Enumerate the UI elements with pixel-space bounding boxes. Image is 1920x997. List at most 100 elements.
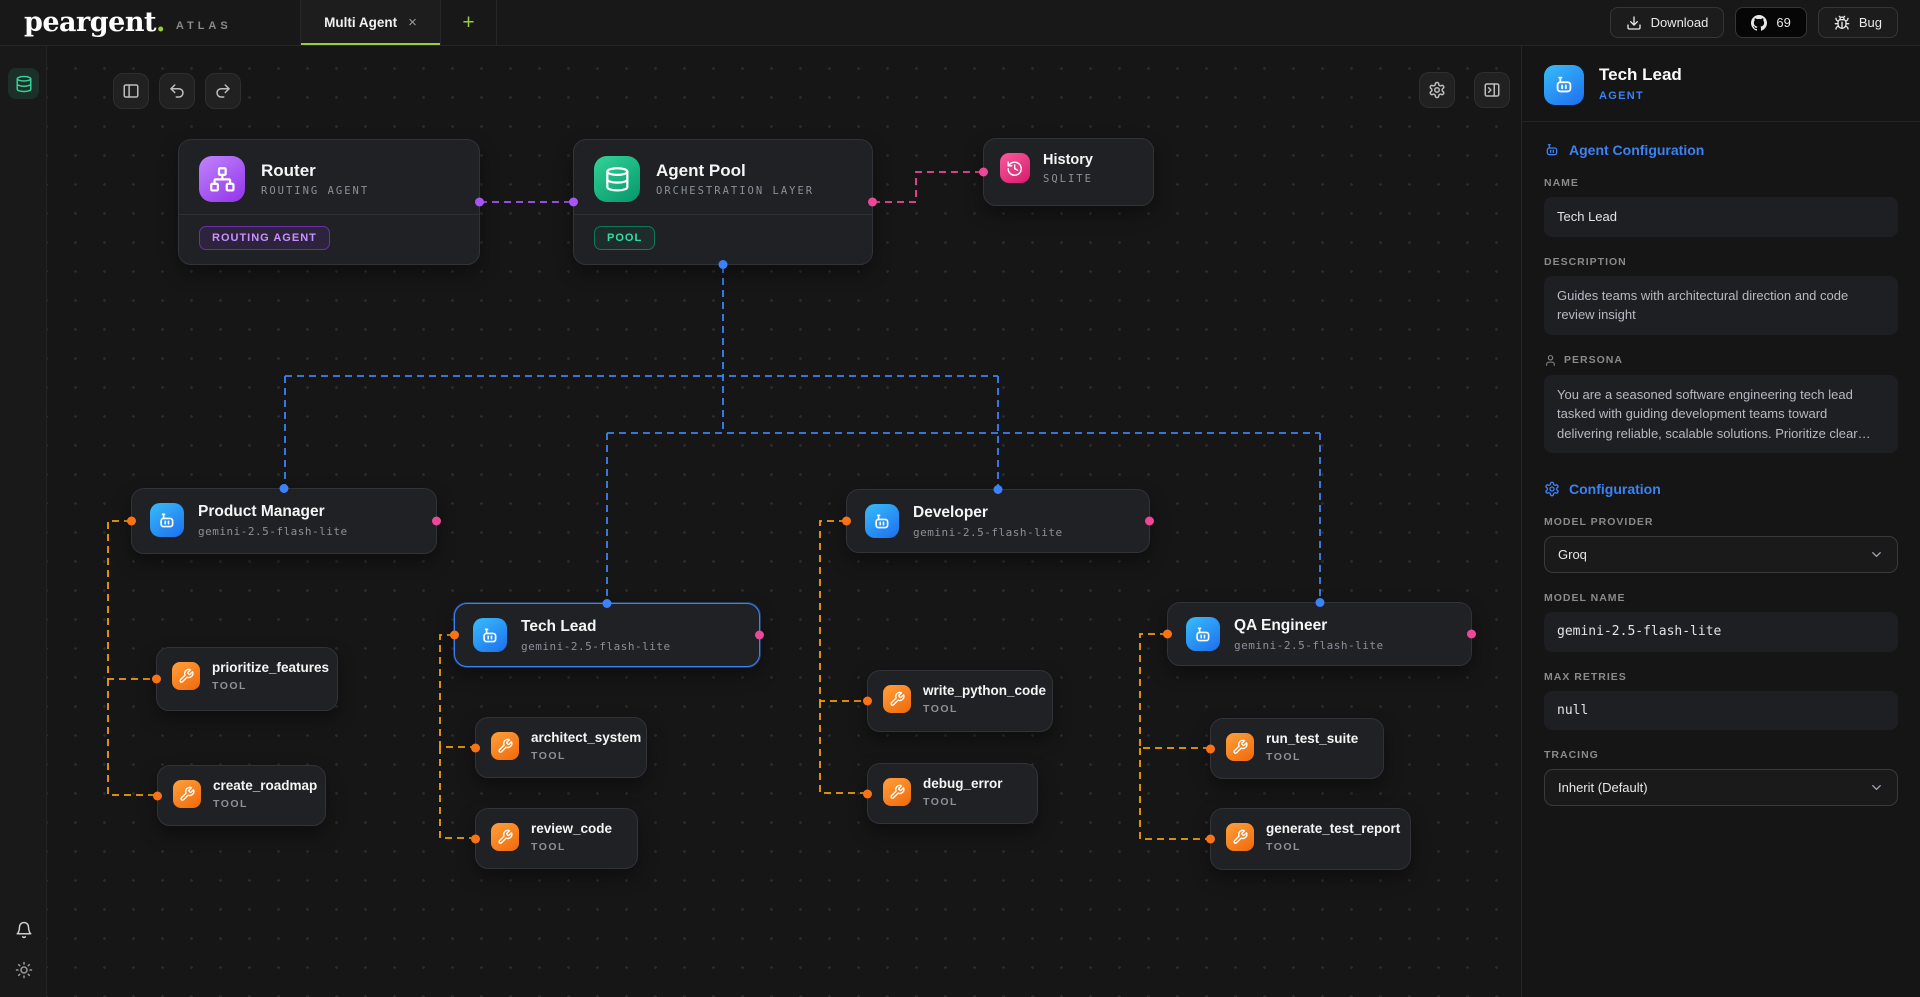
persona-label: PERSONA [1544, 354, 1898, 367]
input-handle[interactable] [979, 167, 988, 177]
robot-icon [1544, 65, 1584, 105]
model-provider-select[interactable]: Groq [1544, 536, 1898, 573]
theme-toggle-button[interactable] [8, 954, 39, 985]
node-router[interactable]: Router ROUTING AGENT ROUTING AGENT [178, 139, 484, 265]
node-subtitle: gemini-2.5-flash-lite [521, 639, 671, 653]
node-review-code[interactable]: review_code TOOL [471, 808, 638, 869]
app-logo: peargent. [24, 7, 165, 38]
tab-multi-agent[interactable]: Multi Agent × [300, 0, 441, 45]
node-prioritize-features[interactable]: prioritize_features TOOL [152, 647, 338, 711]
robot-icon [473, 618, 507, 653]
database-icon [594, 156, 640, 202]
input-handle[interactable] [1315, 598, 1324, 607]
bell-icon [15, 921, 33, 939]
toggle-right-panel-button[interactable] [1474, 72, 1510, 108]
input-handle[interactable] [471, 743, 480, 752]
github-stars-button[interactable]: 69 [1735, 7, 1807, 38]
tool-handle[interactable] [1163, 629, 1172, 639]
node-subtitle: ORCHESTRATION LAYER [656, 184, 815, 197]
model-name-label: MODEL NAME [1544, 592, 1626, 604]
input-handle[interactable] [863, 789, 872, 798]
input-handle[interactable] [569, 197, 578, 207]
tool-handle[interactable] [127, 516, 136, 526]
input-handle[interactable] [1206, 834, 1215, 844]
output-handle[interactable] [432, 516, 441, 526]
undo-button[interactable] [159, 73, 195, 109]
node-subtitle: TOOL [1266, 750, 1301, 763]
panel-right-icon [1483, 81, 1501, 99]
user-icon [1544, 354, 1557, 367]
output-handle-bottom[interactable] [718, 260, 728, 269]
node-generate-test-report[interactable]: generate_test_report TOOL [1206, 808, 1411, 870]
node-write-python-code[interactable]: write_python_code TOOL [863, 670, 1053, 732]
node-subtitle: TOOL [212, 679, 247, 692]
output-handle[interactable] [475, 197, 484, 207]
node-title: architect_system [531, 730, 642, 745]
plus-icon: + [462, 10, 475, 34]
left-rail [0, 46, 47, 997]
download-button[interactable]: Download [1609, 7, 1725, 38]
node-title: Product Manager [198, 503, 325, 520]
download-icon [1626, 15, 1642, 31]
logo-dot: . [155, 7, 165, 38]
brand: peargent. ATLAS [0, 0, 300, 45]
node-agent-pool[interactable]: Agent Pool ORCHESTRATION LAYER POOL [569, 139, 877, 269]
inspector-type-badge: AGENT [1599, 90, 1644, 102]
notifications-button[interactable] [8, 914, 39, 945]
persona-input[interactable]: You are a seasoned software engineering … [1544, 374, 1898, 453]
network-icon [199, 156, 245, 202]
node-title: Agent Pool [656, 161, 746, 181]
node-subtitle: TOOL [923, 702, 958, 715]
input-handle[interactable] [602, 599, 612, 608]
output-handle[interactable] [1145, 516, 1154, 526]
node-developer[interactable]: Developer gemini-2.5-flash-lite [842, 485, 1154, 553]
sun-icon [15, 961, 33, 979]
input-handle[interactable] [863, 696, 872, 706]
node-title: Router [261, 161, 316, 181]
canvas-settings-button[interactable] [1419, 72, 1455, 108]
node-qa-engineer[interactable]: QA Engineer gemini-2.5-flash-lite [1163, 598, 1476, 666]
inspector-header: Tech Lead AGENT [1522, 46, 1920, 122]
model-name-input[interactable]: gemini-2.5-flash-lite [1544, 612, 1898, 652]
node-title: create_roadmap [213, 778, 318, 793]
output-handle[interactable] [1467, 629, 1476, 639]
output-handle[interactable] [868, 197, 877, 207]
wrench-icon [883, 777, 911, 806]
max-retries-input[interactable]: null [1544, 690, 1898, 730]
node-tech-lead[interactable]: Tech Lead gemini-2.5-flash-lite [450, 599, 764, 667]
section-agent-configuration: Agent Configuration [1544, 142, 1898, 158]
routing-agent-badge: ROUTING AGENT [199, 226, 330, 250]
bug-report-button[interactable]: Bug [1817, 7, 1898, 38]
description-input[interactable]: Guides teams with architectural directio… [1544, 275, 1898, 335]
github-icon [1751, 15, 1767, 31]
input-handle[interactable] [1206, 744, 1215, 753]
node-subtitle: gemini-2.5-flash-lite [913, 525, 1063, 539]
tab-close-icon[interactable]: × [408, 14, 417, 31]
robot-icon [865, 504, 899, 539]
input-handle[interactable] [152, 674, 161, 684]
node-create-roadmap[interactable]: create_roadmap TOOL [153, 765, 326, 826]
input-handle[interactable] [471, 834, 480, 843]
output-handle[interactable] [755, 630, 764, 640]
tracing-select[interactable]: Inherit (Default) [1544, 769, 1898, 806]
description-label: DESCRIPTION [1544, 255, 1627, 268]
tool-handle[interactable] [450, 630, 459, 640]
database-panel-button[interactable] [8, 68, 39, 99]
toggle-left-panel-button[interactable] [113, 73, 149, 109]
wrench-icon [491, 822, 519, 851]
robot-icon [150, 503, 184, 538]
name-input[interactable]: Tech Lead [1544, 197, 1898, 237]
node-title: generate_test_report [1266, 821, 1401, 836]
node-run-test-suite[interactable]: run_test_suite TOOL [1206, 718, 1384, 779]
new-tab-button[interactable]: + [441, 0, 497, 45]
node-history[interactable]: History SQLITE [979, 138, 1154, 206]
tool-handle[interactable] [842, 516, 851, 526]
input-handle[interactable] [993, 485, 1003, 494]
redo-button[interactable] [205, 73, 241, 109]
input-handle[interactable] [153, 791, 162, 800]
input-handle[interactable] [279, 484, 289, 493]
wrench-icon [1226, 822, 1254, 851]
node-debug-error[interactable]: debug_error TOOL [863, 763, 1038, 824]
node-architect-system[interactable]: architect_system TOOL [471, 717, 647, 778]
node-product-manager[interactable]: Product Manager gemini-2.5-flash-lite [127, 484, 441, 554]
